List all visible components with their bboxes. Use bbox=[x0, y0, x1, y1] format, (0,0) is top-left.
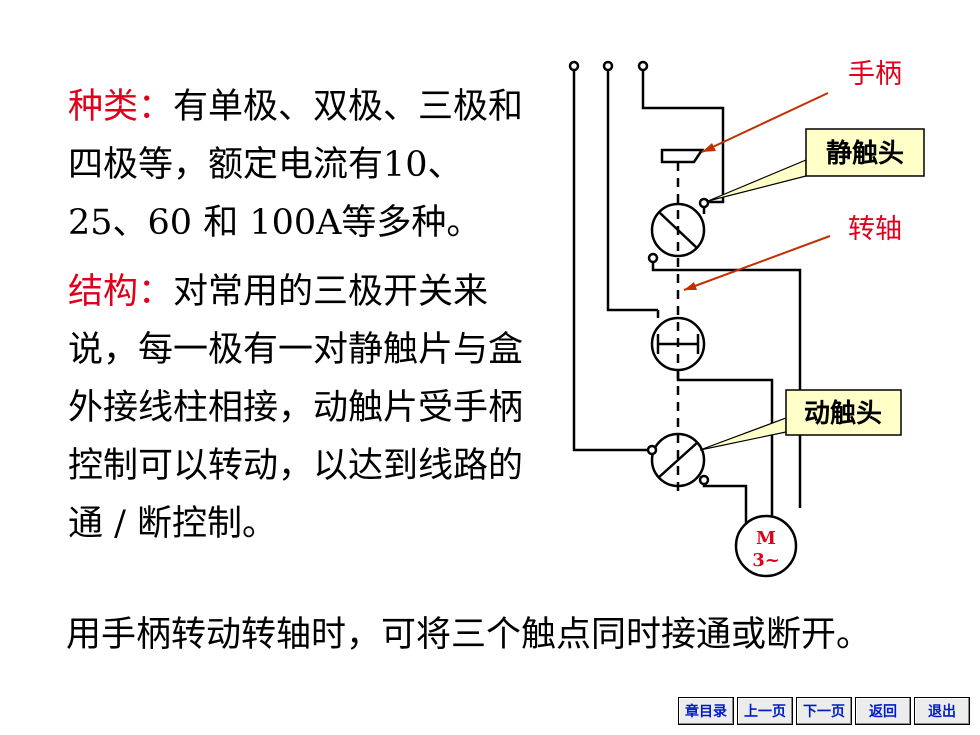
nav-bar: 章目录 上一页 下一页 返回 退出 bbox=[678, 697, 970, 727]
contact-disc-top bbox=[650, 202, 706, 258]
label-types: 种类： bbox=[68, 87, 174, 127]
terminal-1 bbox=[568, 60, 580, 72]
static-contact-callout bbox=[805, 128, 925, 177]
moving-contact-callout bbox=[785, 389, 902, 436]
switch-diagram: M 3~ 手柄 静触头 转轴 动触头 bbox=[568, 59, 925, 578]
label-handle: 手柄 bbox=[848, 59, 902, 90]
exit-button[interactable]: 退出 bbox=[914, 697, 970, 725]
label-static-contact: 静触头 bbox=[826, 138, 904, 169]
summary-text: 用手柄转动转轴时，可将三个触点同时接通或断开。 bbox=[66, 615, 872, 655]
text-structure: 对常用的三极开关来说，每一极有一对静触片与盒外接线柱相接，动触片受手柄控制可以转… bbox=[68, 272, 524, 544]
wire-1 bbox=[572, 70, 652, 452]
wire-2 bbox=[606, 70, 658, 312]
paragraph-types: 种类：有单极、双极、三极和四极等，额定电流有10、25、60 和 100A等多种… bbox=[68, 78, 538, 252]
label-shaft: 转轴 bbox=[848, 214, 902, 245]
label-structure: 结构： bbox=[68, 272, 174, 312]
text-types: 有单极、双极、三极和四极等，额定电流有10、25、60 和 100A等多种。 bbox=[68, 87, 524, 243]
next-page-button[interactable]: 下一页 bbox=[796, 697, 852, 725]
label-moving-contact: 动触头 bbox=[804, 399, 882, 429]
chapter-toc-button[interactable]: 章目录 bbox=[678, 697, 734, 725]
prev-page-button[interactable]: 上一页 bbox=[737, 697, 793, 725]
motor-label-line1: M bbox=[756, 528, 776, 549]
motor-circle bbox=[734, 514, 798, 578]
handle-leader bbox=[701, 92, 829, 153]
terminal-2 bbox=[602, 60, 614, 72]
wire-3 bbox=[641, 70, 725, 188]
handle-shape bbox=[660, 148, 705, 164]
motor-label-line2: 3~ bbox=[752, 550, 780, 571]
shaft-leader bbox=[683, 235, 831, 291]
paragraph-structure: 结构：对常用的三极开关来说，每一极有一对静触片与盒外接线柱相接，动触片受手柄控制… bbox=[68, 263, 538, 553]
terminal-3 bbox=[637, 60, 649, 72]
back-button[interactable]: 返回 bbox=[855, 697, 911, 725]
